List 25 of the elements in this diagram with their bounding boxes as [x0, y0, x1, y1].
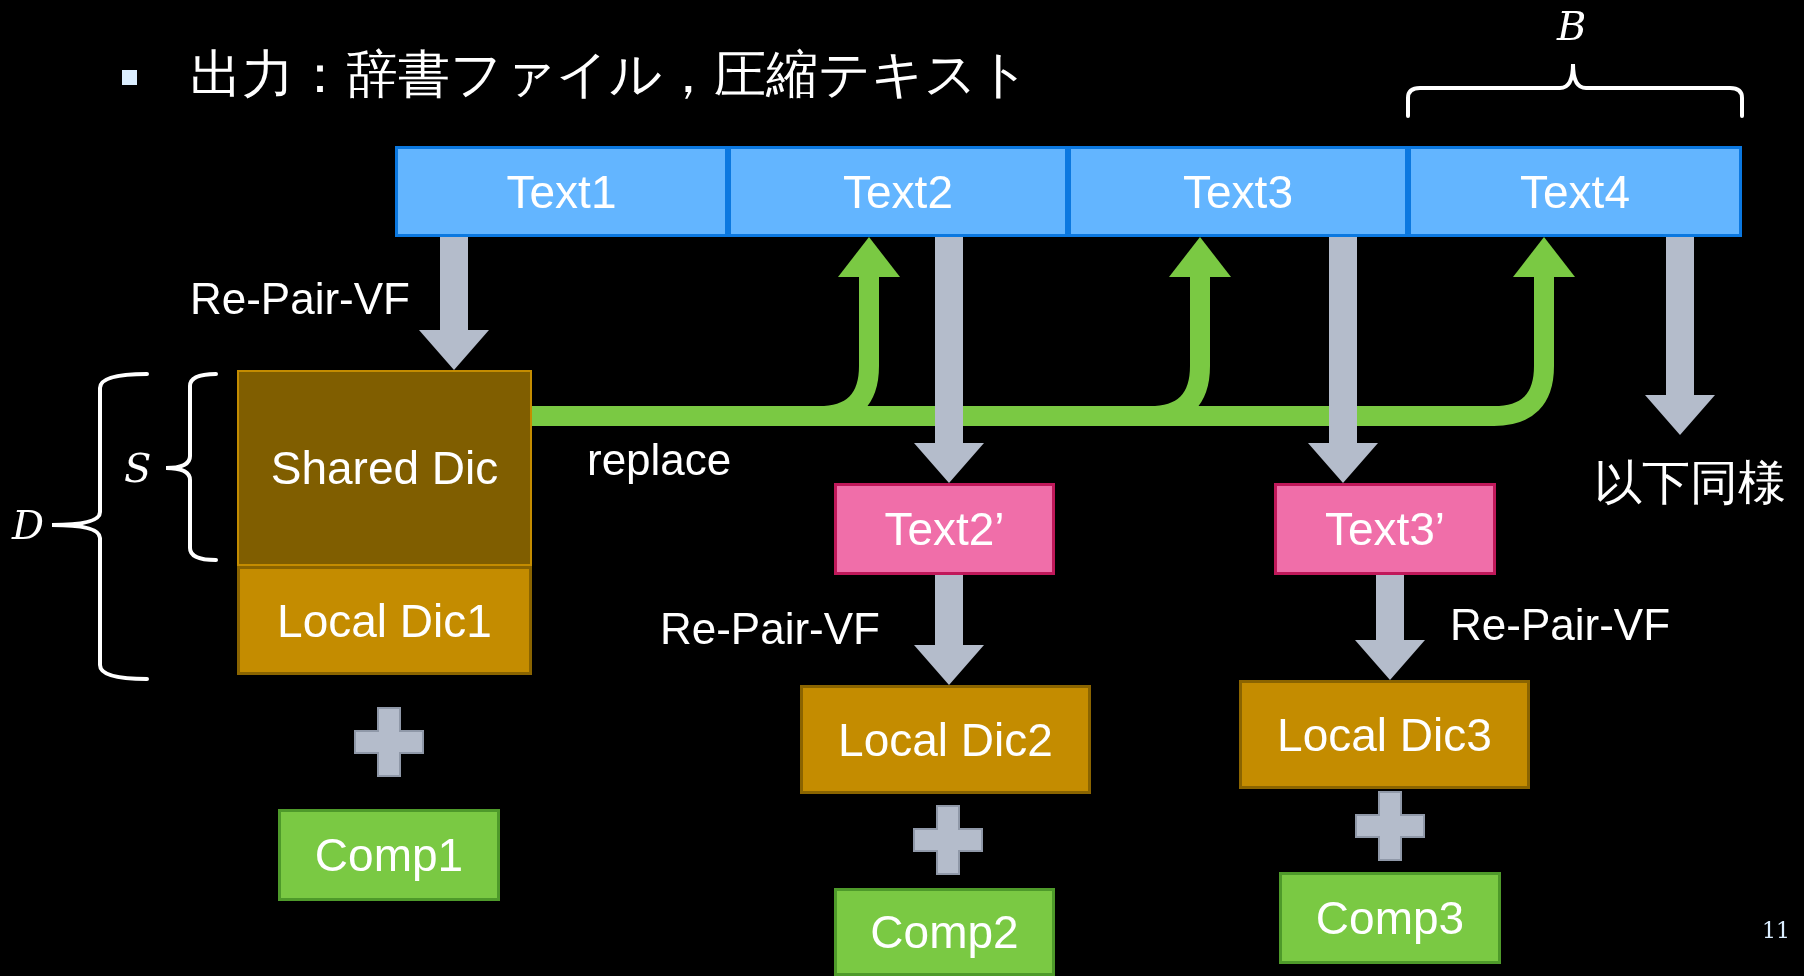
brace-label: S: [124, 448, 152, 488]
bullet-text: 出力：辞書ファイル，圧縮テキスト: [190, 48, 1030, 100]
arrow: [1645, 237, 1715, 435]
dictionary-box: Local Dic3: [1239, 680, 1530, 789]
brace-label: D: [12, 505, 45, 545]
compressed-text-box: Comp3: [1279, 872, 1501, 964]
text-segment-box: Text2: [728, 146, 1068, 237]
dictionary-box: Shared Dic: [237, 370, 532, 566]
text-segment-box: Text1: [395, 146, 728, 237]
replaced-text-box: Text2’: [834, 483, 1055, 575]
note-text: 以下同様: [1594, 458, 1786, 506]
arrow: [1308, 237, 1378, 483]
text-segment-box: Text4: [1408, 146, 1742, 237]
dictionary-box: Local Dic2: [800, 685, 1091, 794]
arrow: [1355, 575, 1425, 680]
page-number: 11: [1762, 920, 1790, 942]
compressed-text-box: Comp1: [278, 809, 500, 901]
arrow: [419, 237, 489, 370]
brace-label: B: [1557, 6, 1587, 46]
replaced-text-box: Text3’: [1274, 483, 1496, 575]
compressed-text-box: Comp2: [834, 888, 1055, 976]
dictionary-box: Local Dic1: [237, 566, 532, 675]
arrow: [914, 575, 984, 685]
text-segment-box: Text3: [1068, 146, 1408, 237]
arrow: [914, 237, 984, 483]
